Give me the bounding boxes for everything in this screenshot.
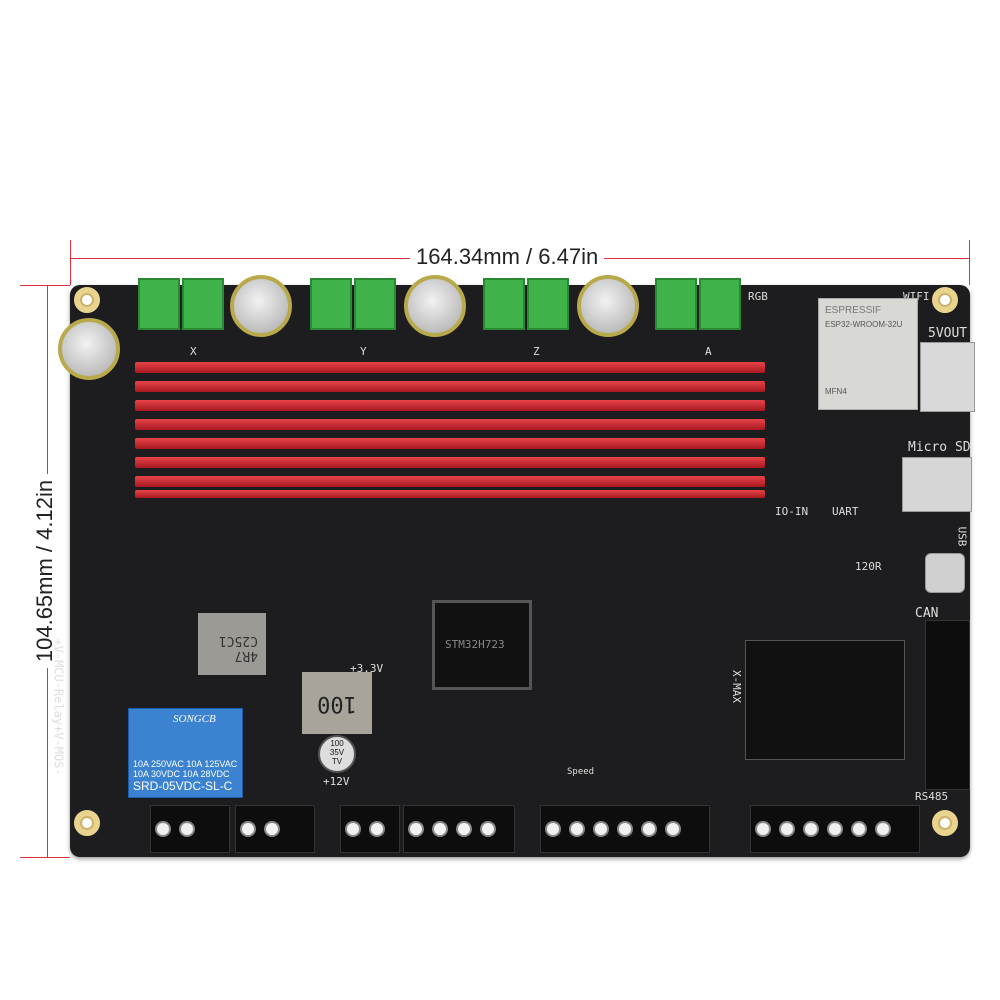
motor-terminal-z — [527, 278, 569, 330]
label-5vout: 5VOUT — [928, 326, 968, 341]
capacitor — [577, 275, 639, 337]
height-dimension-tick-bottom — [20, 857, 70, 858]
label-io-in: IO-IN — [775, 505, 809, 518]
mounting-hole — [932, 287, 958, 313]
mounting-hole — [74, 810, 100, 836]
label-speed: Speed — [567, 767, 595, 777]
bottom-terminal-block — [150, 805, 230, 853]
label-12v: +12V — [323, 775, 350, 788]
inductor-small-label: 4R7 C25C1 — [218, 633, 258, 663]
width-dimension-tick-right — [969, 240, 970, 285]
label-usb: USB — [955, 526, 969, 547]
capacitor-small: 100 35V TV — [318, 735, 356, 773]
bottom-terminal-block — [403, 805, 515, 853]
label-a: A — [705, 345, 712, 358]
heatsink-fin — [135, 362, 765, 373]
capacitor-small-text: 35V — [329, 748, 345, 757]
relay-model: SRD-05VDC-SL-C — [133, 779, 233, 793]
heatsink-fin — [135, 438, 765, 449]
motor-terminal-y — [354, 278, 396, 330]
label-uart: UART — [832, 505, 859, 518]
relay-brand: SONGCB — [173, 713, 216, 725]
label-x: X — [190, 345, 197, 358]
motor-terminal-z — [483, 278, 525, 330]
label-rs485: RS485 — [915, 790, 949, 803]
motor-terminal-a — [699, 278, 741, 330]
can-terminal-block — [925, 620, 970, 790]
bottom-terminal-block — [750, 805, 920, 853]
bottom-terminal-block — [340, 805, 400, 853]
wifi-module: ESPRESSIF ESP32-WROOM-32U MFN4 — [818, 298, 918, 410]
mcu-label: STM32H723 — [445, 638, 505, 651]
motor-terminal-y — [310, 278, 352, 330]
label-can: CAN — [915, 606, 939, 621]
motor-terminal-a — [655, 278, 697, 330]
height-dimension-tick-top — [20, 285, 70, 286]
heatsink-fin — [135, 400, 765, 411]
mounting-hole — [74, 287, 100, 313]
usb-c-port — [925, 553, 965, 593]
inductor-large: 100 — [302, 672, 372, 734]
label-micro-sd: Micro SD — [908, 440, 971, 455]
label-side-power: +V-MCU-Relay+V-MOS- — [51, 638, 66, 776]
capacitor-small-text: TV — [331, 757, 343, 766]
usb-a-port — [920, 342, 975, 412]
heatsink-fin — [135, 490, 765, 498]
heatsink-fin — [135, 476, 765, 487]
relay-rating-2: 10A 30VDC 10A 28VDC — [133, 769, 230, 779]
mounting-hole — [932, 810, 958, 836]
bottom-terminal-block — [540, 805, 710, 853]
heatsink-fin — [135, 457, 765, 468]
width-dimension-label: 164.34mm / 6.47in — [410, 244, 605, 270]
inductor-large-label: 100 — [317, 691, 357, 716]
label-3v3: +3.3V — [350, 662, 384, 675]
label-120r: 120R — [855, 560, 882, 573]
capacitor — [404, 275, 466, 337]
mcu-chip: STM32H723 — [432, 600, 532, 690]
capacitor — [58, 318, 120, 380]
label-rgb: RGB — [748, 290, 768, 303]
heatsink-fin — [135, 381, 765, 392]
capacitor-small-text: 100 — [330, 739, 344, 748]
relay: SONGCB 10A 250VAC 10A 125VAC 10A 30VDC 1… — [128, 708, 243, 798]
label-z: Z — [533, 345, 540, 358]
wifi-module-code: MFN4 — [825, 387, 847, 396]
width-dimension-tick-left — [70, 240, 71, 285]
wifi-module-brand: ESPRESSIF — [825, 305, 882, 316]
motor-terminal-x — [138, 278, 180, 330]
label-x-max: X-MAX — [730, 669, 744, 704]
micro-sd-slot — [902, 457, 972, 512]
motor-terminal-x — [182, 278, 224, 330]
heatsink-fin — [135, 419, 765, 430]
inductor-small: 4R7 C25C1 — [198, 613, 266, 675]
relay-rating-1: 10A 250VAC 10A 125VAC — [133, 759, 238, 769]
endstop-connector-grid — [745, 640, 905, 760]
bottom-terminal-block — [235, 805, 315, 853]
label-y: Y — [360, 345, 367, 358]
wifi-module-model: ESP32-WROOM-32U — [825, 320, 903, 329]
capacitor — [230, 275, 292, 337]
